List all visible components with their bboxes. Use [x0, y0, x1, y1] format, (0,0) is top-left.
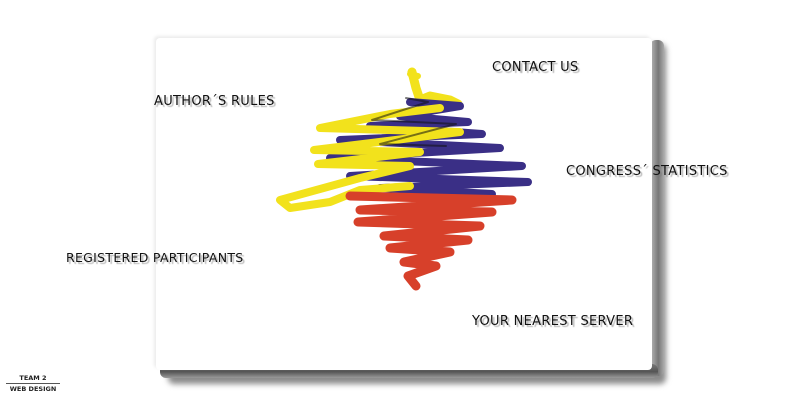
logo-dark-stroke — [371, 97, 457, 147]
team-badge-divider — [6, 383, 60, 384]
nearest-server-link[interactable]: YOUR NEAREST SERVER — [472, 314, 634, 329]
team-badge: TEAM 2 WEB DESIGN — [2, 374, 64, 393]
team-badge-line1: TEAM 2 — [19, 374, 47, 382]
contact-us-link[interactable]: CONTACT US — [492, 60, 579, 75]
logo-red-stroke — [345, 191, 517, 291]
registered-participants-link[interactable]: REGISTERED PARTICIPANTS — [66, 250, 244, 265]
logo-yellow-stroke — [276, 104, 464, 212]
logo-blue-stroke — [326, 98, 532, 198]
logo-yellow-stroke — [407, 67, 463, 109]
authors-rules-link[interactable]: AUTHOR´S RULES — [154, 94, 275, 109]
congress-statistics-link[interactable]: CONGRESS´ STATISTICS — [566, 164, 728, 179]
scribble-flag-logo-icon — [276, 67, 532, 291]
panel-right-edge — [650, 40, 664, 376]
logo-yellow-stroke — [407, 71, 421, 79]
team-badge-line2: WEB DESIGN — [9, 385, 57, 393]
